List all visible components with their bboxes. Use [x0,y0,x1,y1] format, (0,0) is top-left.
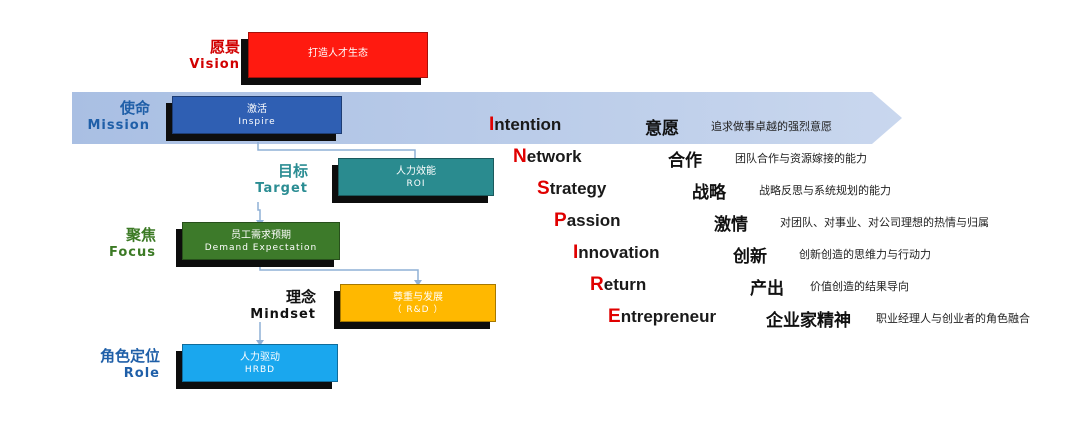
mission-box: 激活 Inspire [166,96,342,141]
acronym-cn: 战略 [692,183,726,203]
acronym-rest: eturn [603,275,647,294]
acronym-word: Passion [554,210,621,232]
acronym-desc: 追求做事卓越的强烈意愿 [711,120,832,133]
acronym-desc: 价值创造的结果导向 [810,280,909,293]
acronym-initial: N [513,146,527,167]
acronym-cn: 产出 [750,279,784,299]
mindset-label: 理念 Mindset [244,288,316,324]
mission-label-cn: 使命 [119,99,150,117]
vision-label-cn: 愿景 [209,38,240,56]
mindset-box-title: 尊重与发展 [393,292,443,303]
acronym-initial: E [608,306,621,327]
target-label-en: Target [255,181,308,196]
focus-box: 员工需求预期 Demand Expectation [176,222,340,267]
acronym-word: Strategy [537,178,606,200]
acronym-initial: I [573,242,579,263]
role-box: 人力驱动 HRBD [176,344,338,389]
target-box: 人力效能 ROI [332,158,494,203]
mission-label-en: Mission [87,118,150,133]
acronym-initial: R [590,274,604,295]
acronym-cn: 创新 [733,247,767,267]
mindset-label-en: Mindset [250,307,316,322]
acronym-cn: 企业家精神 [766,311,851,331]
focus-label: 聚焦 Focus [86,226,156,262]
acronym-initial: I [489,114,495,135]
focus-box-subtitle: Demand Expectation [204,243,318,253]
vision-box-text: 打造人才生态 [308,48,368,59]
acronym-cn: 合作 [668,151,702,171]
acronym-desc: 对团队、对事业、对公司理想的热情与归属 [780,216,989,229]
acronym-rest: nnovation [578,243,660,262]
acronym-word: Entrepreneur [608,306,716,328]
acronym-desc: 战略反思与系统规划的能力 [759,184,891,197]
role-label-cn: 角色定位 [99,347,160,365]
vision-box: 打造人才生态 [241,32,428,85]
mission-label: 使命 Mission [80,99,150,135]
acronym-rest: ntrepreneur [620,307,717,326]
mindset-box: 尊重与发展 （ R&D ） [334,284,496,329]
acronym-initial: S [537,178,550,199]
mission-box-subtitle: Inspire [238,117,276,127]
acronym-word: Innovation [573,242,660,264]
acronym-rest: ntention [494,115,562,134]
role-label-en: Role [123,366,160,381]
mindset-box-subtitle: （ R&D ） [392,305,444,315]
role-box-title: 人力驱动 [240,352,280,363]
acronym-desc: 团队合作与资源嫁接的能力 [735,152,867,165]
role-box-subtitle: HRBD [244,365,276,375]
focus-label-en: Focus [109,245,156,260]
target-box-title: 人力效能 [396,166,436,177]
mindset-label-cn: 理念 [285,288,316,306]
acronym-desc: 创新创造的思维力与行动力 [799,248,931,261]
acronym-word: Return [590,274,646,296]
mission-box-title: 激活 [247,104,267,115]
focus-label-cn: 聚焦 [125,226,156,244]
vision-label-en: Vision [189,57,240,72]
vision-label: 愿景 Vision [170,38,240,74]
acronym-rest: etwork [526,147,582,166]
acronym-rest: trategy [549,179,607,198]
focus-box-title: 员工需求预期 [231,230,291,241]
acronym-cn: 意愿 [645,119,679,139]
acronym-initial: P [554,210,567,231]
acronym-desc: 职业经理人与创业者的角色融合 [876,312,1030,325]
target-label-cn: 目标 [277,162,308,180]
acronym-cn: 激情 [714,215,748,235]
acronym-rest: assion [566,211,621,230]
acronym-word: Network [513,146,582,168]
acronym-word: Intention [489,114,561,136]
target-label: 目标 Target [238,162,308,198]
role-label: 角色定位 Role [88,347,160,383]
target-box-subtitle: ROI [406,179,426,189]
